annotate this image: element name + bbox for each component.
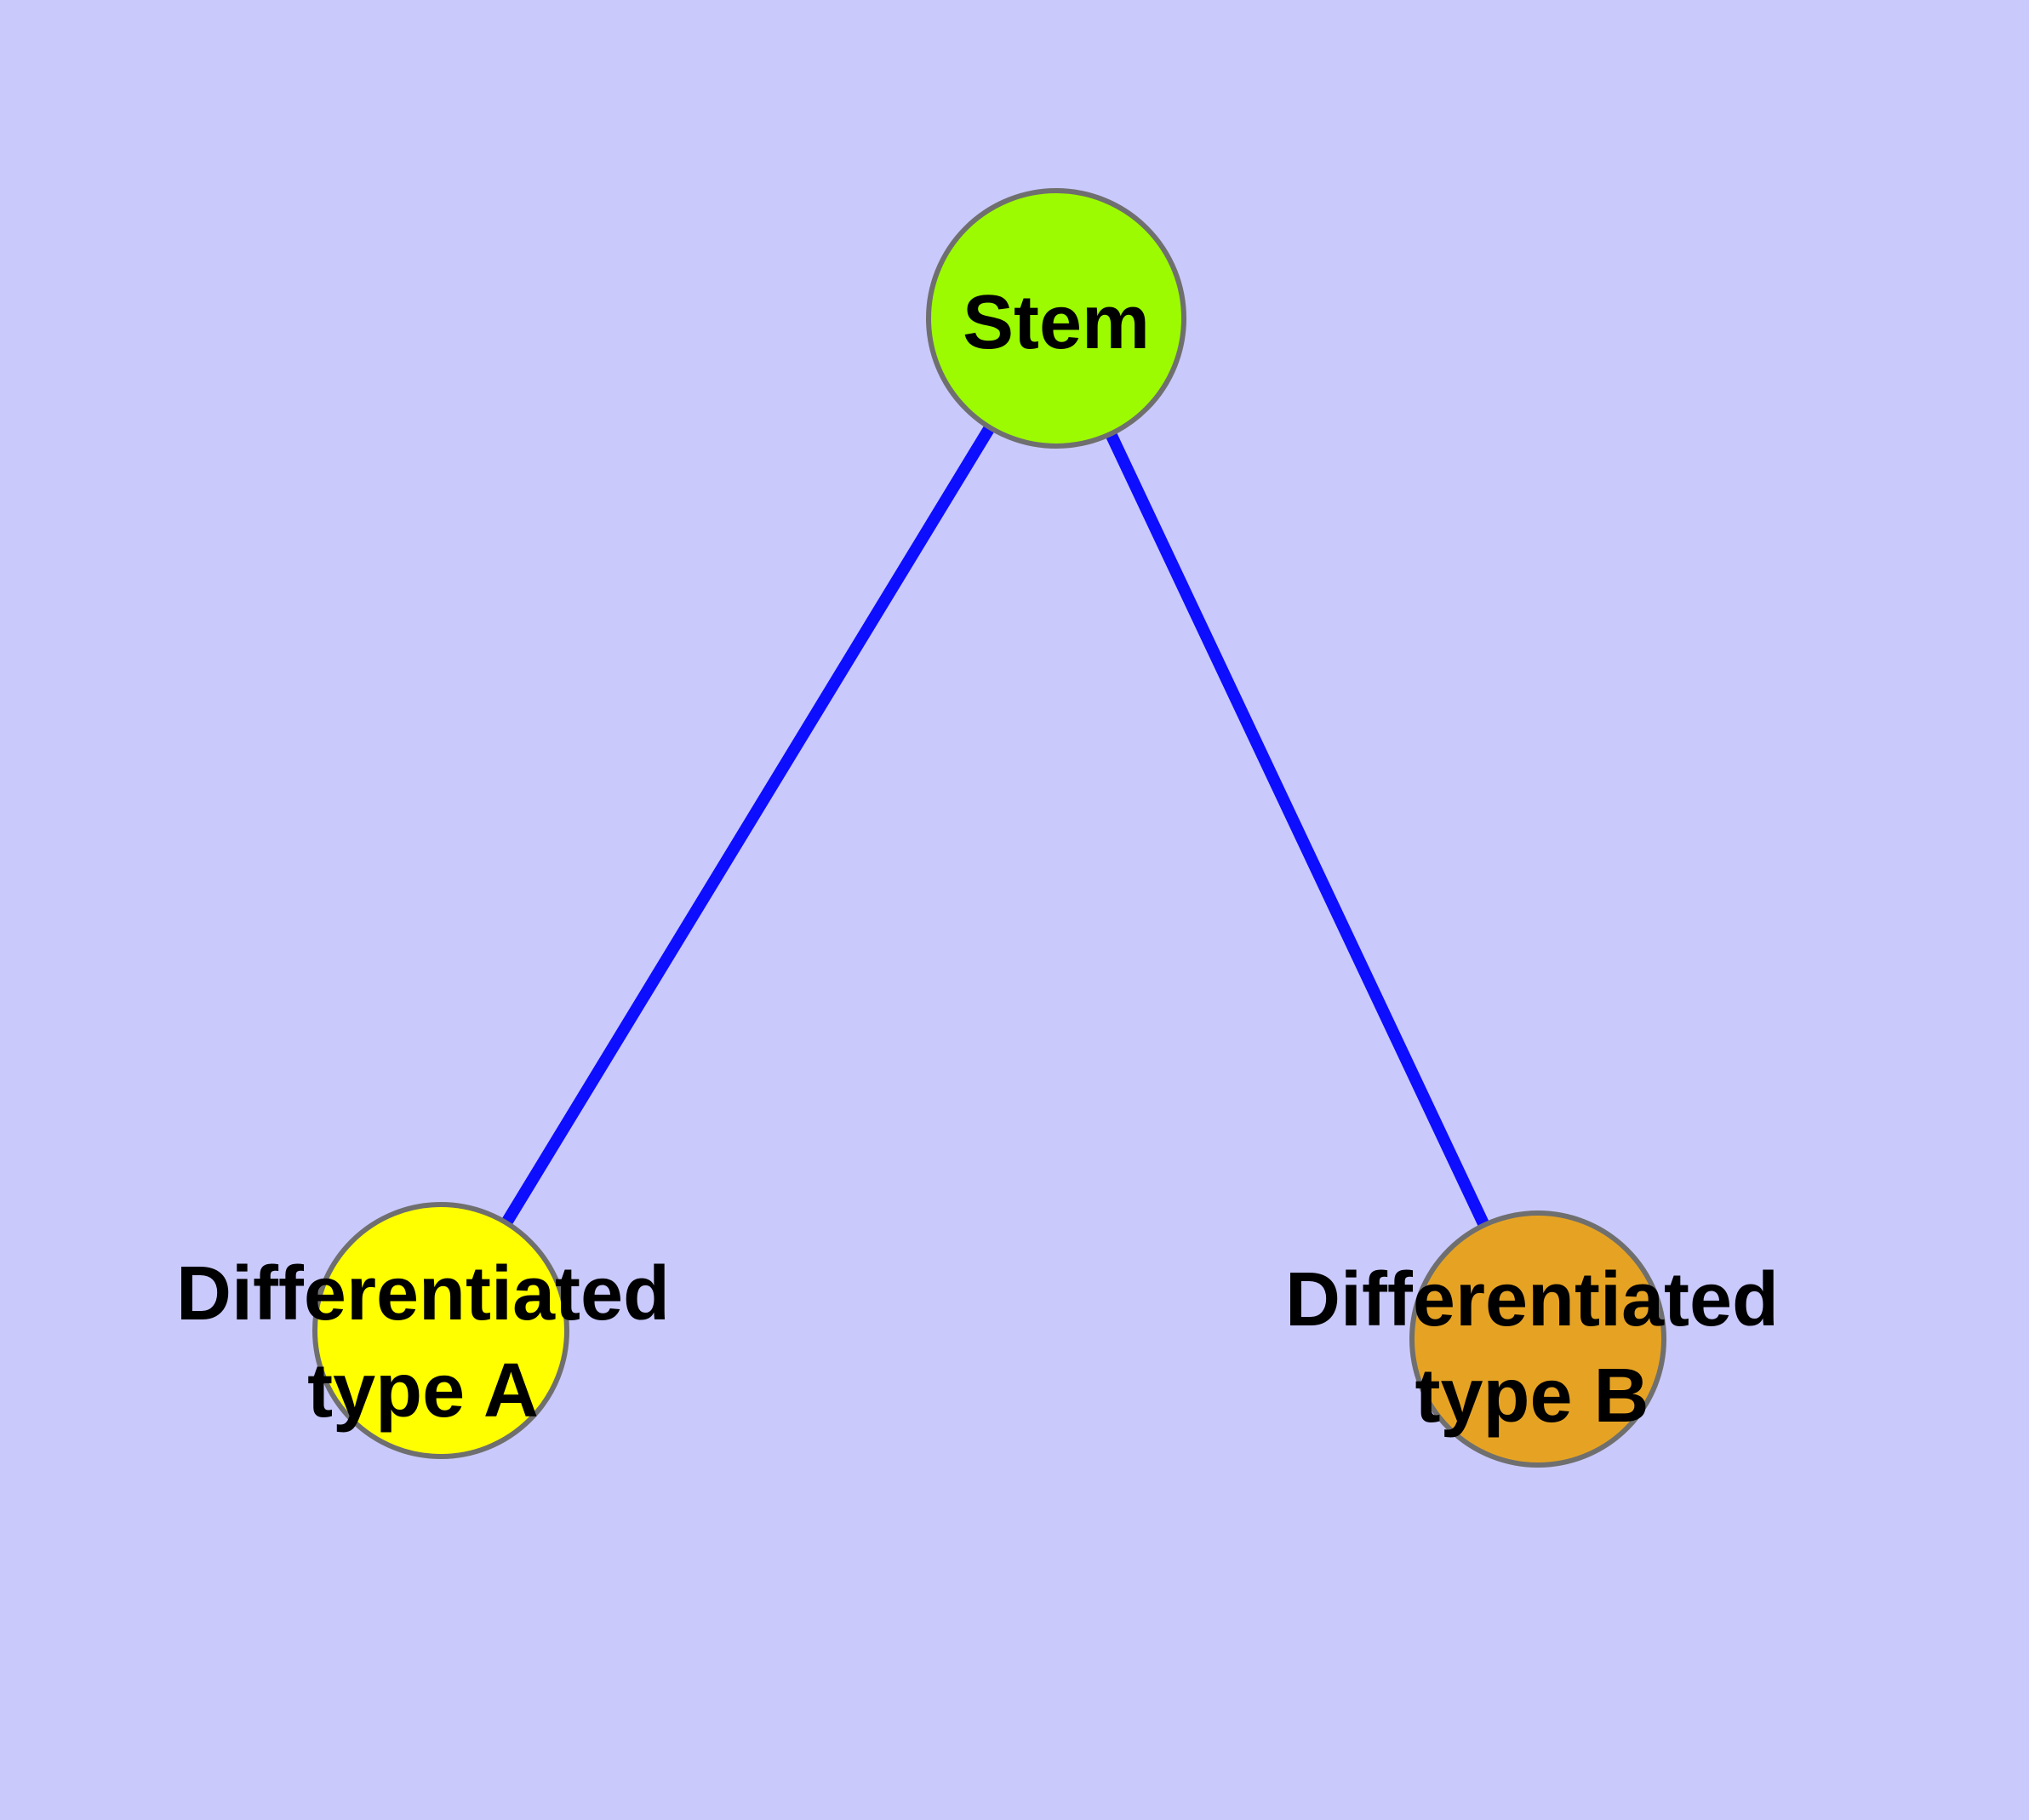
node-differentiated-type-a	[312, 1202, 569, 1459]
edge-stem-to-type-a	[436, 315, 1061, 1334]
node-type-b-label-line1: Differentiated	[1285, 1257, 1779, 1342]
node-type-b-label-line2: type B	[1415, 1354, 1649, 1439]
node-type-a-label-line1: Differentiated	[176, 1251, 670, 1336]
edge-stem-to-type-b	[1050, 316, 1544, 1342]
node-stem-label: Stem	[963, 280, 1150, 365]
node-type-a-label-line2: type A	[307, 1348, 539, 1434]
node-differentiated-type-b	[1409, 1210, 1666, 1468]
node-stem	[926, 188, 1186, 449]
